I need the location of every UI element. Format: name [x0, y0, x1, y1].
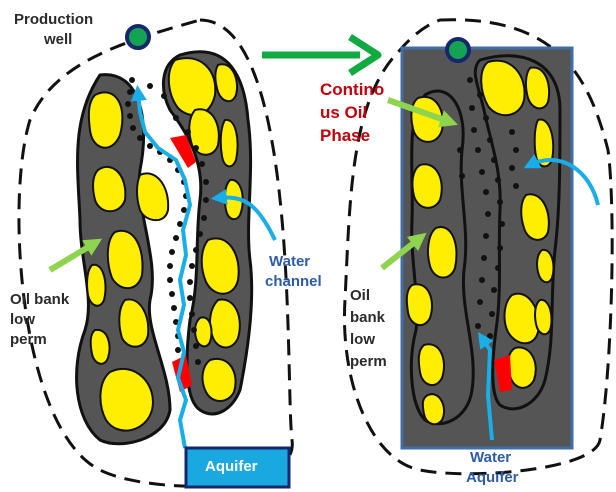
oil-bank-left-label: Oil bank low perm — [10, 290, 69, 350]
green-arrow-icon — [262, 37, 378, 73]
oil-bank-right-label: Oil bank low perm — [350, 285, 387, 373]
oil-bank-left-label-line1: Oil bank — [10, 290, 69, 310]
production-well-label-line1: Production — [14, 10, 93, 30]
oil-bank-left-label-line3: perm — [10, 330, 69, 350]
right-production-well-icon — [447, 39, 469, 61]
water-channel-label-line2: channel — [265, 272, 322, 292]
oil-bank-left-label-line2: low — [10, 310, 69, 330]
continuous-oil-label: Contino us Oil Phase — [320, 78, 384, 147]
production-well-label-line2: well — [14, 30, 93, 50]
left-production-well-icon — [127, 26, 149, 48]
oil-bank-right-label-line1: Oil — [350, 285, 387, 307]
water-channel-label-line1: Water — [265, 252, 322, 272]
continuous-oil-label-line3: Phase — [320, 124, 384, 147]
production-well-label: Production well — [14, 10, 93, 50]
oil-bank-right-label-line2: bank — [350, 307, 387, 329]
continuous-oil-label-line2: us Oil — [320, 101, 384, 124]
aquifer-right-label: Aquifer — [466, 468, 519, 488]
oil-bank-right-label-line3: low — [350, 329, 387, 351]
continuous-oil-label-line1: Contino — [320, 78, 384, 101]
oil-bank-right-label-line4: perm — [350, 351, 387, 373]
aquifer-left-label: Aquifer — [205, 457, 258, 477]
water-channel-label: Water channel — [265, 252, 322, 292]
water-right-label: Water — [470, 448, 511, 468]
